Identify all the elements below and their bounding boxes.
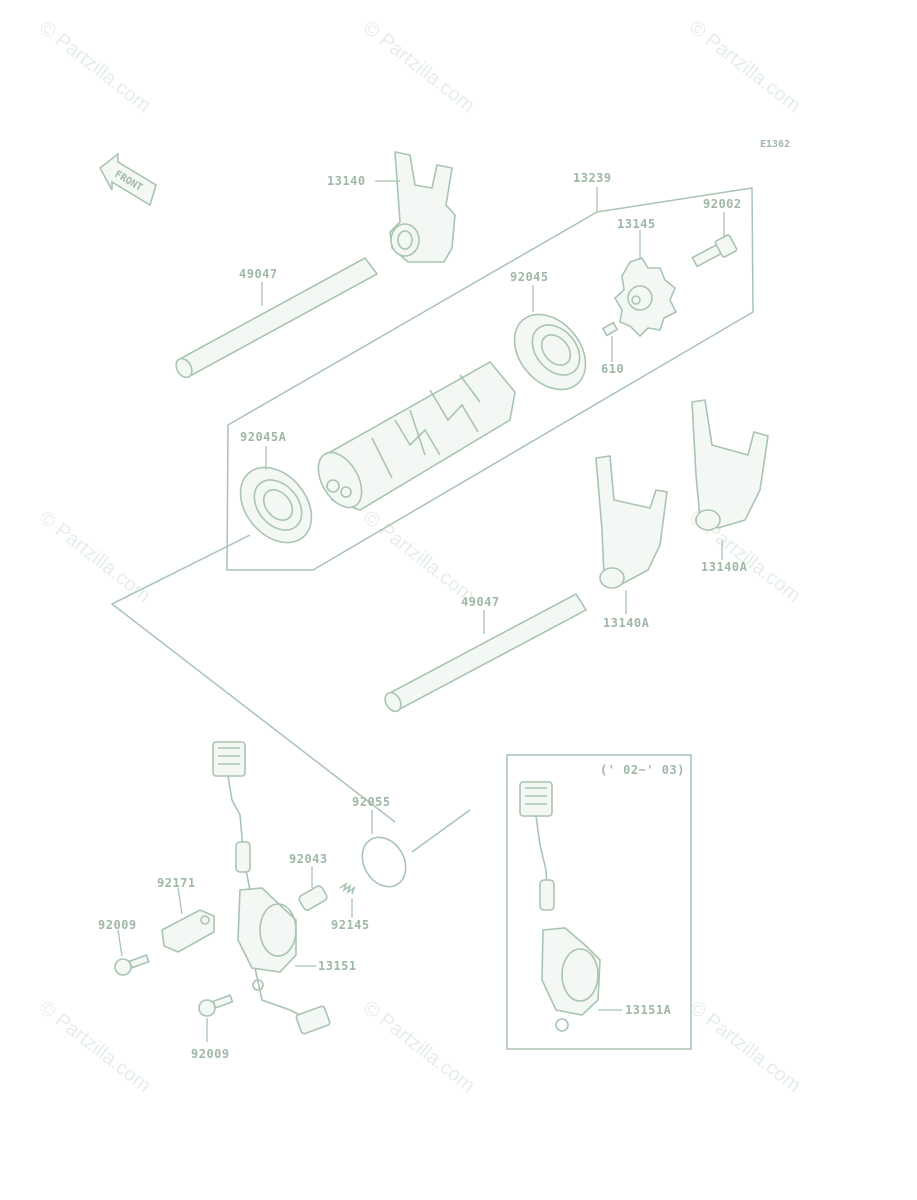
neutral-switch-13151: [212, 741, 331, 1035]
part-label-92002: 92002: [703, 197, 742, 211]
part-label-13140A-center: 13140A: [603, 616, 650, 630]
assembly-frame: [226, 187, 754, 571]
switch-frame: [110, 534, 396, 823]
part-label-92009-a: 92009: [98, 918, 137, 932]
shaft-49047-bottom: [384, 592, 588, 713]
part-label-13151: 13151: [318, 959, 357, 973]
spring-92145: [339, 882, 356, 895]
watermark: © Partzilla.com: [685, 17, 805, 117]
watermark: © Partzilla.com: [685, 997, 805, 1097]
front-arrow-icon: FRONT: [98, 152, 157, 207]
part-label-13140A-right: 13140A: [701, 560, 748, 574]
shift-drum: [317, 360, 516, 511]
watermark: © Partzilla.com: [359, 997, 479, 1097]
leader-92171: [177, 887, 183, 915]
o-ring-92055: [361, 836, 407, 888]
part-label-49047-bottom: 49047: [461, 595, 500, 609]
inset-frame: [506, 754, 692, 1050]
part-label-610: 610: [601, 362, 624, 376]
part-label-92043: 92043: [289, 852, 328, 866]
screw-92009-b: [198, 994, 234, 1017]
part-label-13151A: 13151A: [625, 1003, 672, 1017]
watermark: © Partzilla.com: [35, 997, 155, 1097]
part-label-92045: 92045: [510, 270, 549, 284]
watermark: © Partzilla.com: [35, 17, 155, 117]
part-label-92009-b: 92009: [191, 1047, 230, 1061]
switch-frame-link: [411, 809, 471, 853]
watermark: © Partzilla.com: [359, 17, 479, 117]
leader-92009-a: [117, 929, 123, 957]
neutral-switch-13151A: [519, 781, 601, 1032]
part-label-92171: 92171: [157, 876, 196, 890]
part-label-13239: 13239: [573, 171, 612, 185]
shift-fork-13140: [389, 151, 456, 263]
part-label-49047-top: 49047: [239, 267, 278, 281]
watermarks: © Partzilla.com © Partzilla.com © Partzi…: [35, 17, 805, 1097]
part-label-13140: 13140: [327, 174, 366, 188]
bearing-92045A: [239, 466, 313, 544]
bolt-92002: [691, 234, 738, 268]
shift-fork-13140A-center: [595, 455, 668, 589]
star-plate-13145: [613, 257, 678, 338]
shaft-49047-top: [175, 256, 379, 379]
clamp-92171: [161, 909, 215, 953]
watermark: © Partzilla.com: [359, 507, 479, 607]
screw-92009-a: [114, 954, 150, 976]
inset-label: (' 02~' 03): [600, 763, 685, 777]
bearing-92045: [513, 313, 587, 391]
part-label-92055: 92055: [352, 795, 391, 809]
part-label-92045A: 92045A: [240, 430, 287, 444]
pin-610: [601, 321, 619, 337]
part-label-13145: 13145: [617, 217, 656, 231]
diagram-code: E1362: [760, 139, 790, 150]
part-label-92145: 92145: [331, 918, 370, 932]
shift-fork-13140A-right: [691, 399, 769, 531]
contact-92043: [298, 885, 328, 911]
